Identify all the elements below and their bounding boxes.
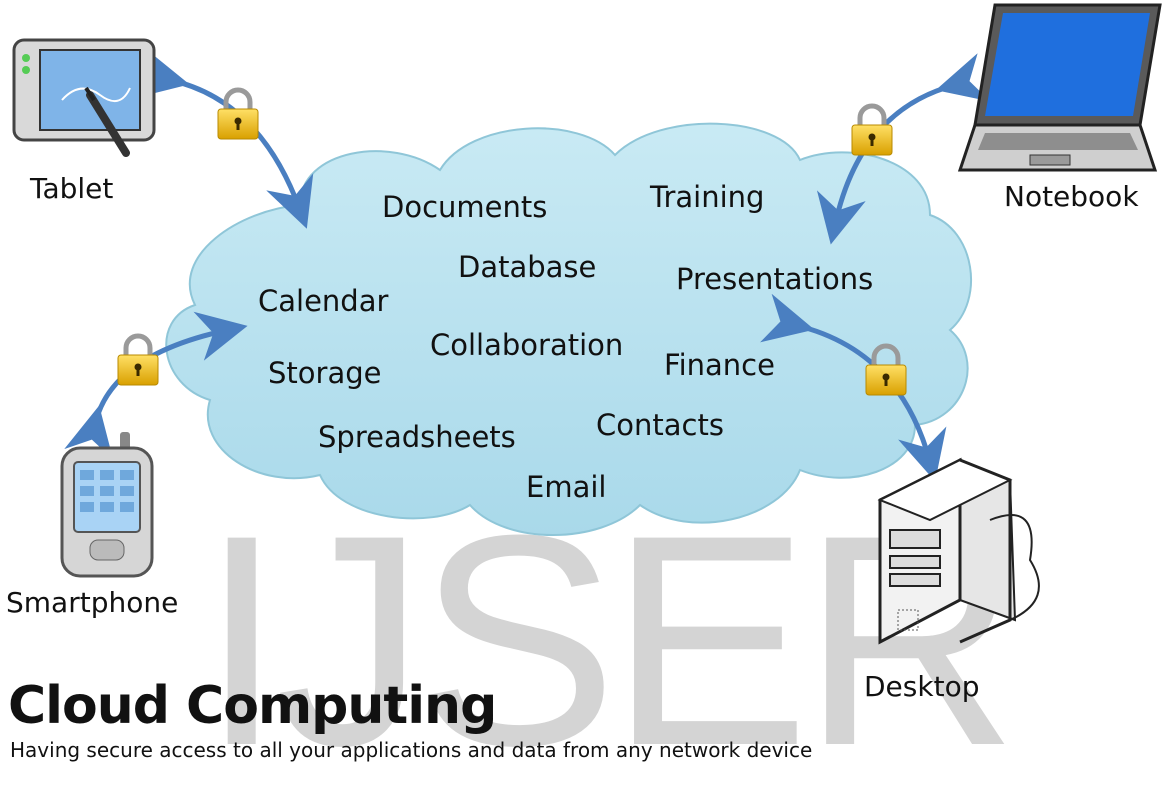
lock-icon-tablet (217, 87, 259, 140)
device-label-smartphone: Smartphone (6, 586, 179, 619)
service-contacts: Contacts (596, 408, 724, 442)
device-label-desktop: Desktop (864, 670, 980, 703)
device-label-tablet: Tablet (30, 172, 114, 205)
service-training: Training (650, 180, 765, 214)
lock-icon-desktop (865, 343, 907, 396)
notebook-icon (957, 3, 1162, 172)
diagram-graphics (12, 3, 1162, 645)
service-presentations: Presentations (676, 262, 874, 296)
service-email: Email (526, 470, 607, 504)
page-title: Cloud Computing (8, 676, 497, 736)
smartphone-icon (60, 432, 154, 578)
lock-icon-smartphone (117, 333, 159, 386)
service-database: Database (458, 250, 597, 284)
service-collaboration: Collaboration (430, 328, 624, 362)
desktop-icon (877, 457, 1040, 645)
service-finance: Finance (664, 348, 775, 382)
page-subtitle: Having secure access to all your applica… (10, 738, 813, 762)
service-calendar: Calendar (258, 284, 389, 318)
service-storage: Storage (268, 356, 382, 390)
service-documents: Documents (382, 190, 548, 224)
device-label-notebook: Notebook (1004, 180, 1139, 213)
tablet-icon (12, 38, 156, 157)
service-spreadsheets: Spreadsheets (318, 420, 516, 454)
lock-icon-notebook (851, 103, 893, 156)
